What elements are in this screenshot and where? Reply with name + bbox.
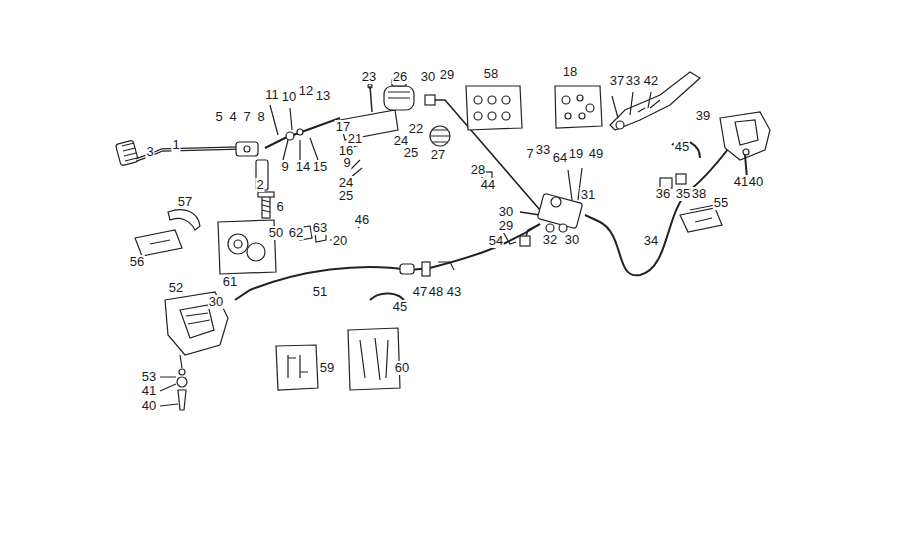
callout-number: 51 [312, 285, 328, 299]
callout-number: 40 [141, 399, 157, 413]
pivot-bolt [256, 160, 274, 218]
master-cylinder [340, 80, 450, 178]
callout-number: 43 [446, 285, 462, 299]
callout-number: 3 [145, 145, 154, 159]
callout-number: 9 [342, 156, 351, 170]
callout-number: 1 [171, 138, 180, 152]
callout-number: 58 [483, 67, 499, 81]
callout-number: 48 [428, 285, 444, 299]
callout-number: 20 [332, 234, 348, 248]
callout-number: 24 [338, 176, 354, 190]
callout-number: 19 [568, 147, 584, 161]
parts-bag [218, 86, 602, 390]
callout-number: 47 [412, 285, 428, 299]
callout-number: 45 [392, 300, 408, 314]
callout-number: 50 [268, 226, 284, 240]
callout-number: 45 [674, 140, 690, 154]
push-rod [265, 105, 340, 160]
brake-hose [235, 140, 735, 302]
callout-number: 55 [713, 196, 729, 210]
callout-number: 63 [312, 221, 328, 235]
callout-number: 42 [643, 74, 659, 88]
callout-number: 33 [625, 74, 641, 88]
callout-number: 59 [319, 361, 335, 375]
callout-number: 56 [129, 255, 145, 269]
callout-number: 30 [564, 233, 580, 247]
callout-number: 46 [354, 213, 370, 227]
callout-number: 23 [361, 70, 377, 84]
callout-number: 18 [562, 65, 578, 79]
callout-number: 8 [256, 110, 265, 124]
callout-number: 2 [255, 178, 264, 192]
callout-number: 61 [222, 275, 238, 289]
callout-number: 26 [392, 70, 408, 84]
callout-number: 39 [695, 109, 711, 123]
caliper [160, 292, 228, 410]
callout-number: 31 [580, 188, 596, 202]
callout-number: 6 [275, 200, 284, 214]
callout-number: 25 [338, 189, 354, 203]
callout-number: 36 [655, 187, 671, 201]
callout-number: 14 [295, 160, 311, 174]
caliper [720, 112, 770, 178]
callout-number: 29 [498, 219, 514, 233]
callout-number: 44 [480, 178, 496, 192]
callout-number: 30 [208, 295, 224, 309]
callout-number: 40 [748, 175, 764, 189]
callout-number: 5 [214, 110, 223, 124]
callout-number: 30 [498, 205, 514, 219]
callout-number: 12 [298, 84, 314, 98]
callout-number: 13 [315, 89, 331, 103]
callout-number: 64 [552, 151, 568, 165]
callout-number: 7 [242, 110, 251, 124]
callout-number: 4 [228, 110, 237, 124]
callout-number: 7 [525, 147, 534, 161]
callout-number: 15 [312, 160, 328, 174]
brake-pad [135, 203, 725, 256]
callout-number: 49 [588, 147, 604, 161]
callout-number: 38 [691, 187, 707, 201]
callout-number: 53 [141, 370, 157, 384]
callout-number: 33 [535, 143, 551, 157]
callout-number: 52 [168, 281, 184, 295]
callout-number: 22 [408, 122, 424, 136]
callout-number: 41 [733, 175, 749, 189]
callout-number: 34 [643, 234, 659, 248]
callout-number: 11 [264, 88, 280, 102]
callout-number: 62 [288, 226, 304, 240]
callout-number: 10 [281, 90, 297, 104]
callout-number: 54 [488, 234, 504, 248]
callout-number: 37 [609, 74, 625, 88]
callout-number: 25 [403, 146, 419, 160]
callout-number: 60 [394, 361, 410, 375]
callout-number: 41 [141, 384, 157, 398]
callout-number: 9 [280, 160, 289, 174]
callout-number: 28 [470, 163, 486, 177]
callout-number: 35 [675, 187, 691, 201]
callout-number: 29 [439, 68, 455, 82]
callout-number: 57 [177, 195, 193, 209]
callout-number: 27 [430, 148, 446, 162]
callout-number: 30 [420, 70, 436, 84]
brake-pedal [115, 140, 258, 166]
callout-number: 32 [542, 233, 558, 247]
